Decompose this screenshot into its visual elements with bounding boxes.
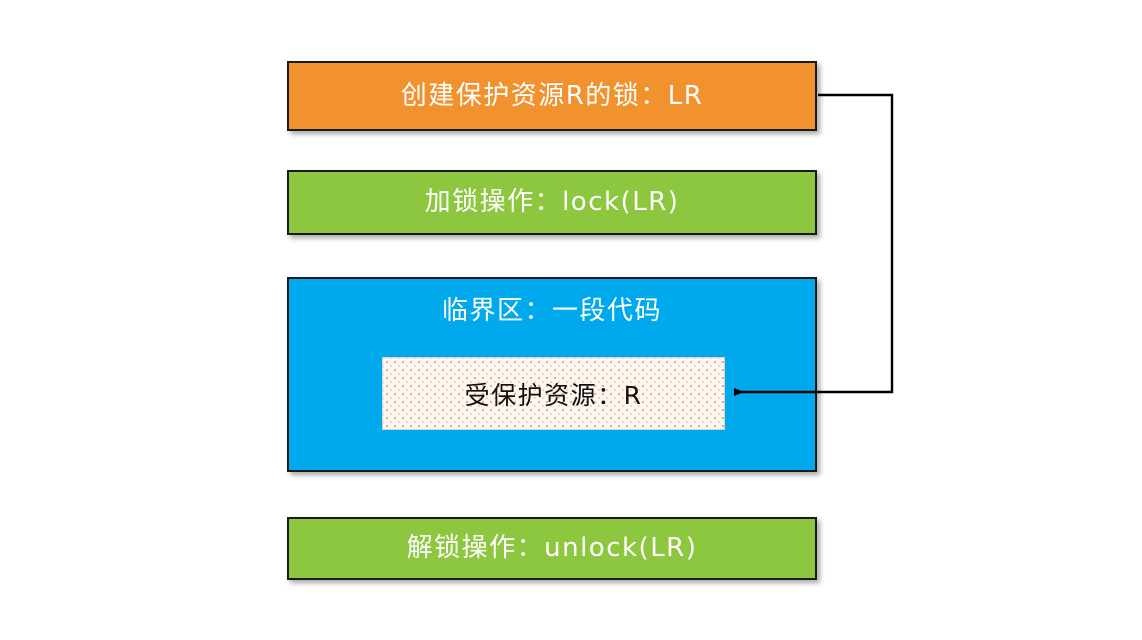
box-create-lock-label: 创建保护资源R的锁：LR: [400, 80, 704, 111]
box-lock-operation-label: 加锁操作：lock(LR): [424, 187, 680, 218]
box-unlock-operation[interactable]: 解锁操作：unlock(LR): [287, 517, 817, 580]
box-protected-resource-label: 受保护资源：R: [464, 380, 643, 410]
box-critical-section-label: 临界区：一段代码: [441, 296, 662, 326]
box-critical-section-title: 临界区：一段代码: [289, 297, 815, 326]
box-critical-section[interactable]: 临界区：一段代码 受保护资源：R: [287, 277, 817, 472]
box-lock-operation[interactable]: 加锁操作：lock(LR): [287, 170, 817, 235]
box-protected-resource[interactable]: 受保护资源：R: [382, 357, 725, 430]
box-unlock-operation-label: 解锁操作：unlock(LR): [406, 533, 698, 564]
box-create-lock[interactable]: 创建保护资源R的锁：LR: [287, 61, 817, 131]
